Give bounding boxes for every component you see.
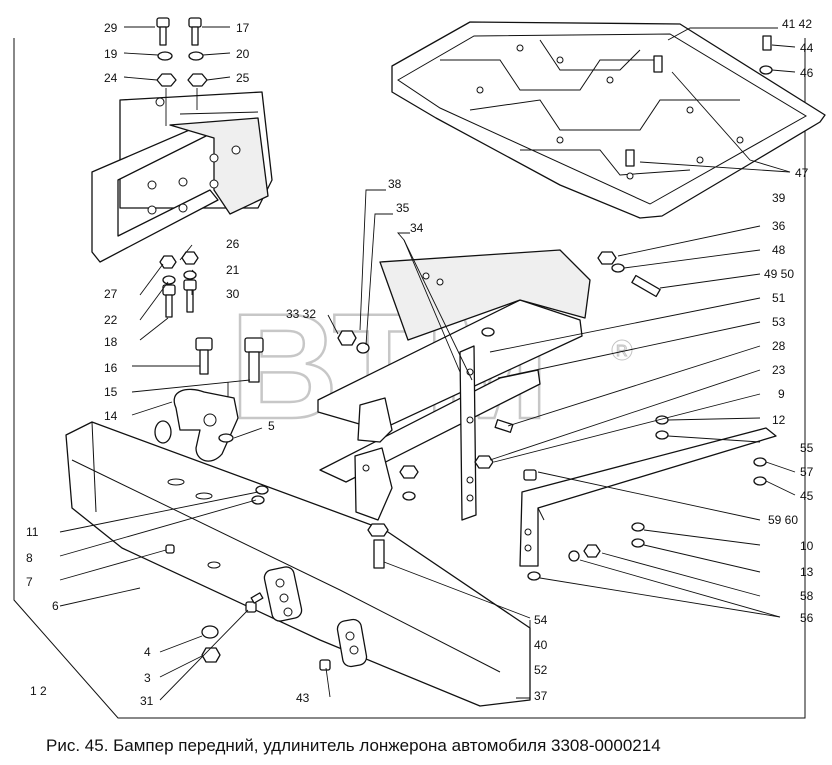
callout-36: 36 — [772, 219, 786, 233]
tow-hook — [154, 388, 239, 462]
callout-59-60: 59 60 — [768, 513, 798, 527]
callout-21: 21 — [226, 263, 240, 277]
callout-24: 24 — [104, 71, 118, 85]
callout-56: 56 — [800, 611, 814, 625]
callout-6: 6 — [52, 599, 59, 613]
callout-13: 13 — [800, 565, 814, 579]
callout-27: 27 — [104, 287, 118, 301]
assembly-frame — [13, 38, 806, 719]
callout-53: 53 — [772, 315, 786, 329]
callout-47: 47 — [795, 166, 809, 180]
callout-52: 52 — [534, 663, 548, 677]
callout-3: 3 — [144, 671, 151, 685]
callout-54: 54 — [534, 613, 548, 627]
callout-7: 7 — [26, 575, 33, 589]
fastener-group-left — [159, 251, 264, 400]
callout-17: 17 — [236, 21, 250, 35]
callout-45: 45 — [800, 489, 814, 503]
callout-40: 40 — [534, 638, 548, 652]
callout-33-32: 33 32 — [286, 307, 316, 321]
callout-26: 26 — [226, 237, 240, 251]
callout-19: 19 — [104, 47, 118, 61]
callout-23: 23 — [772, 363, 786, 377]
callout-39: 39 — [772, 191, 786, 205]
callout-1-2: 1 2 — [30, 684, 47, 698]
callout-46: 46 — [800, 66, 814, 80]
bumper-fasteners — [165, 485, 331, 671]
callout-34: 34 — [410, 221, 424, 235]
callout-51: 51 — [772, 291, 786, 305]
callout-25: 25 — [236, 71, 250, 85]
callout-48: 48 — [772, 243, 786, 257]
callout-35: 35 — [396, 201, 410, 215]
front-bumper — [65, 421, 531, 707]
callout-8: 8 — [26, 551, 33, 565]
callout-31: 31 — [140, 694, 154, 708]
callout-38: 38 — [388, 177, 402, 191]
callout-41-42: 41 42 — [782, 17, 812, 31]
callout-20: 20 — [236, 47, 250, 61]
callout-57: 57 — [800, 465, 814, 479]
callout-37: 37 — [534, 689, 548, 703]
floor-plate — [391, 21, 826, 219]
callout-15: 15 — [104, 385, 118, 399]
callout-11: 11 — [26, 525, 39, 539]
callout-55: 55 — [800, 441, 814, 455]
callout-58: 58 — [800, 589, 814, 603]
callout-14: 14 — [104, 409, 118, 423]
callout-9: 9 — [778, 387, 785, 401]
callout-12: 12 — [772, 413, 786, 427]
callout-22: 22 — [104, 313, 118, 327]
fastener-group-upper — [156, 17, 208, 126]
side-member-extension — [91, 91, 273, 263]
callout-4: 4 — [144, 645, 151, 659]
callout-29: 29 — [104, 21, 118, 35]
callout-labels: 29 17 19 20 24 25 41 42 44 46 47 38 35 3… — [26, 17, 814, 708]
callout-43: 43 — [296, 691, 310, 705]
callout-5: 5 — [268, 419, 275, 433]
center-fasteners — [337, 251, 661, 569]
callout-16: 16 — [104, 361, 118, 375]
callout-44: 44 — [800, 41, 814, 55]
center-bracket — [317, 249, 591, 521]
leader-lines — [59, 26, 796, 701]
callout-10: 10 — [800, 539, 814, 553]
callout-18: 18 — [104, 335, 118, 349]
callout-28: 28 — [772, 339, 786, 353]
callout-49-50: 49 50 — [764, 267, 794, 281]
callout-30: 30 — [226, 287, 240, 301]
figure-caption: Рис. 45. Бампер передний, удлинитель лон… — [46, 736, 661, 755]
